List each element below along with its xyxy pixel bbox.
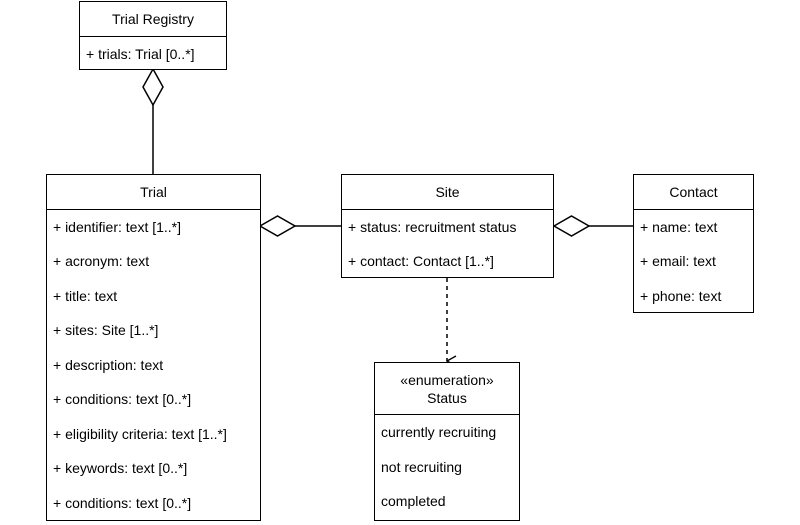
stereotype-label: «enumeration» — [400, 371, 494, 388]
enumeration-literal: completed — [381, 493, 446, 509]
class-name: Site — [342, 175, 553, 210]
attribute: + contact: Contact [1..*] — [348, 253, 494, 269]
trial-aggregation-diamond — [258, 215, 297, 237]
attribute: + name: text — [640, 218, 718, 235]
enumeration-header: «enumeration» Status — [375, 363, 519, 415]
attribute: + sites: Site [1..*] — [53, 322, 159, 338]
attribute: + description: text — [53, 356, 164, 373]
attribute: + identifier: text [1..*] — [53, 218, 182, 235]
status-enumeration-class[interactable]: «enumeration» Status currently recruitin… — [374, 362, 520, 521]
class-name: Status — [427, 389, 467, 406]
attribute: + status: recruitment status — [348, 218, 517, 235]
enumeration-literal: not recruiting — [381, 458, 462, 475]
attribute: + conditions: text [0..*] — [53, 494, 192, 511]
attribute: + trials: Trial [0..*] — [86, 45, 195, 62]
attribute: + conditions: text [0..*] — [53, 391, 192, 407]
attribute: + keywords: text [0..*] — [53, 460, 188, 476]
site-aggregation-diamond — [552, 215, 591, 237]
registry-aggregation-diamond — [142, 67, 164, 107]
trial-registry-class[interactable]: Trial Registry + trials: Trial [0..*] — [79, 1, 227, 70]
attribute: + phone: text — [640, 287, 722, 304]
contact-class[interactable]: Contact + name: text + email: text + pho… — [633, 174, 754, 313]
site-class[interactable]: Site + status: recruitment status + cont… — [341, 174, 554, 278]
attribute: + title: text — [53, 287, 118, 304]
enumeration-literal: currently recruiting — [381, 424, 497, 440]
attribute: + email: text — [640, 253, 716, 269]
attribute: + eligibility criteria: text [1..*] — [53, 425, 227, 442]
class-name: Trial — [47, 175, 260, 210]
class-name: Trial Registry — [80, 2, 226, 37]
trial-class[interactable]: Trial + identifier: text [1..*] + acrony… — [46, 174, 261, 521]
attribute: + acronym: text — [53, 253, 150, 269]
class-name: Contact — [634, 175, 753, 210]
